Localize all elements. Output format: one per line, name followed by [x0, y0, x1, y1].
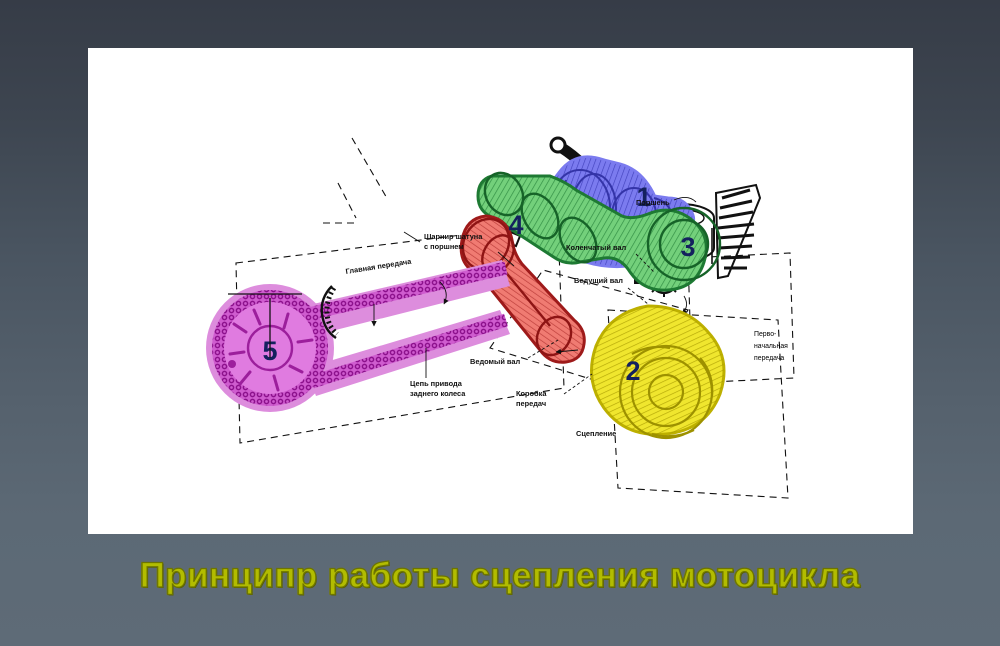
rear-sprocket-chain-ring: [212, 290, 328, 406]
clutch-plate-detail: [618, 344, 714, 440]
motorcycle-clutch-diagram: 1: [206, 136, 795, 499]
leader-drive-shaft-top: [627, 287, 649, 305]
leader-crankshaft: [635, 253, 655, 273]
component-2-clutch: 2: [590, 304, 726, 440]
dashed-box-clutch: [607, 309, 789, 499]
label-primary-drive-line3: передача: [754, 355, 784, 362]
label-gearbox-line2: передач: [516, 399, 546, 408]
label-final-drive: Главная передача: [345, 257, 413, 276]
label-drive-shaft-top: Ведущий вал: [574, 276, 623, 285]
clutch-hatch: [591, 306, 724, 435]
sprocket-spokes: [228, 308, 314, 392]
label-piston-pin-line2: с поршнем: [424, 242, 464, 251]
label-drive-chain-line1: Цепь привода: [410, 379, 463, 388]
slide-caption: Принципр работы сцепления мотоцикла: [139, 555, 861, 595]
leader-gearbox: [563, 373, 593, 395]
rotation-arrow-output: [555, 348, 579, 355]
number-label-2: 2: [625, 356, 640, 386]
label-primary-drive-line2: начальная: [754, 343, 788, 350]
cylinder-outline: [714, 183, 762, 280]
front-drive-sprocket: [320, 285, 339, 339]
component-5-final-drive: 5: [206, 260, 510, 412]
chain-lower-links: [310, 313, 508, 389]
label-piston-pin-line1: Шарнир шатуна: [424, 232, 483, 241]
label-piston: Поршень: [636, 198, 670, 207]
dashed-hint-upper-left: [351, 137, 389, 201]
output-shaft-hatch: [461, 216, 585, 363]
leader-piston-pin-right: [497, 251, 515, 267]
input-shaft-gear-detail: [483, 171, 722, 282]
number-label-3: 3: [680, 232, 695, 262]
label-drive-chain-line2: заднего колеса: [410, 389, 466, 398]
chain-upper-links: [298, 261, 508, 323]
output-shaft-detail: [461, 217, 573, 357]
sprocket-hole: [228, 360, 236, 368]
number-label-1: 1: [636, 182, 651, 212]
number-label-4: 4: [508, 210, 523, 240]
label-primary-drive-line1: Перво-: [754, 331, 776, 338]
label-driven-shaft: Ведомый вал: [470, 357, 520, 366]
label-clutch: Сцепление: [576, 429, 616, 438]
leader-piston: [673, 197, 697, 203]
label-gearbox-line1: Коробка: [516, 389, 547, 398]
label-crankshaft: Коленчатый вал: [566, 243, 626, 252]
component-4-output-shaft: 4: [459, 210, 586, 364]
dashed-hint-left-2: [337, 182, 357, 219]
leader-piston-pin-left: [403, 231, 421, 243]
leader-driven-shaft: [527, 339, 559, 359]
diagram-image-panel: 1: [88, 48, 913, 534]
final-drive-rotation-arrow: [439, 281, 449, 305]
